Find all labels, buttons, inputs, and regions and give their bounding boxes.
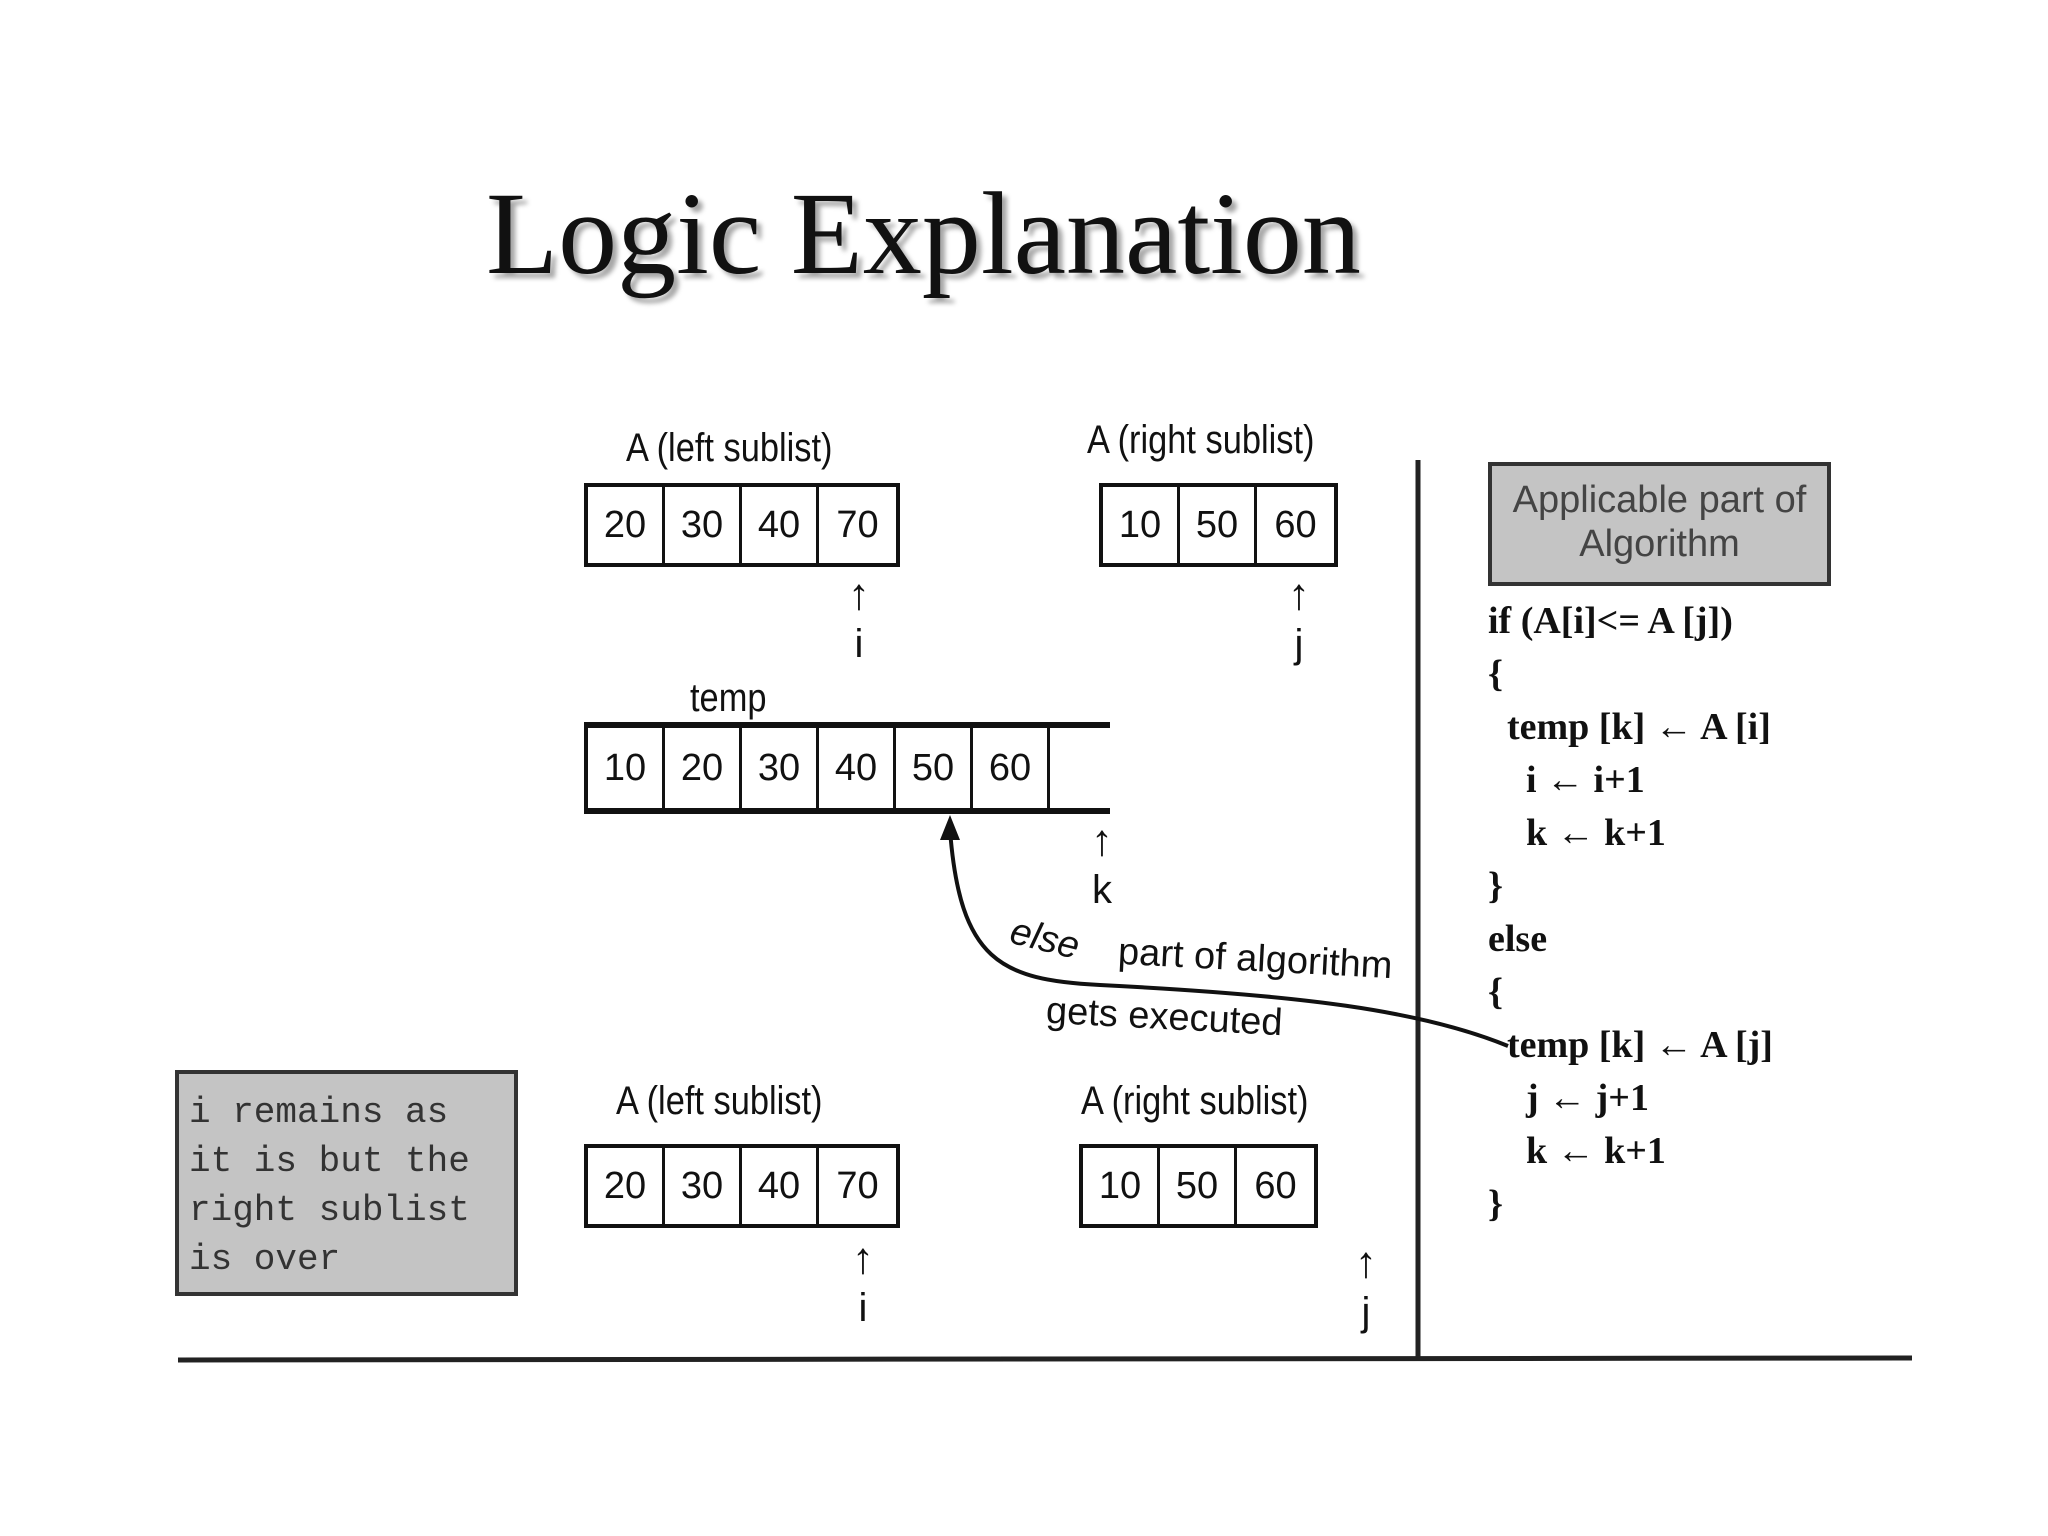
applicable-line-2: Algorithm: [1579, 523, 1740, 565]
else-arrowhead: [940, 815, 960, 840]
code-line: i ← i+1: [1488, 759, 1645, 801]
up-arrow-icon: ↑: [1091, 816, 1113, 865]
array-cell: 20: [665, 728, 742, 808]
array-cell: 70: [836, 1164, 879, 1207]
array-cell: 40: [742, 487, 819, 563]
array-cell: 60: [1254, 1164, 1297, 1207]
bottom-right-sublist-label: A (right sublist): [1081, 1079, 1309, 1123]
temp-pointer-k: ↑ k: [1082, 816, 1122, 911]
code-line: j ← j+1: [1488, 1077, 1649, 1119]
bottom-pointer-j: ↑ j: [1346, 1238, 1386, 1333]
bottom-left-sublist-label: A (left sublist): [616, 1079, 823, 1123]
array-cell: 50: [1180, 487, 1257, 563]
top-right-sublist-label: A (right sublist): [1087, 418, 1315, 462]
applicable-box: Applicable part of Algorithm: [1488, 462, 1831, 586]
top-right-sublist: 10 50 60: [1099, 483, 1338, 567]
array-cell-empty: [1050, 728, 1110, 808]
array-cell: 40: [742, 1148, 819, 1224]
temp-array: 10 20 30 40 50 60: [584, 722, 1110, 814]
applicable-line-1: Applicable part of: [1512, 479, 1807, 521]
array-cell: 10: [1103, 487, 1180, 563]
array-cell: 20: [588, 1148, 665, 1224]
array-cell: 60: [1274, 503, 1317, 546]
temp-label: temp: [690, 676, 767, 720]
note-line: right sublist: [189, 1190, 470, 1231]
page-title: Logic Explanation: [486, 168, 1361, 299]
array-cell: 70: [836, 503, 879, 546]
bottom-pointer-i: ↑ i: [843, 1234, 883, 1329]
top-left-sublist-label: A (left sublist): [626, 426, 833, 470]
code-line: temp [k] ← A [i]: [1488, 706, 1771, 748]
array-cell: 60: [973, 728, 1050, 808]
array-cell: 20: [588, 487, 665, 563]
up-arrow-icon: ↑: [848, 570, 870, 619]
code-line: k ← k+1: [1488, 1130, 1666, 1172]
array-cell: 30: [742, 728, 819, 808]
code-line: }: [1488, 1183, 1503, 1225]
array-cell: 30: [665, 487, 742, 563]
code-line: if (A[i]<= A [j]): [1488, 600, 1733, 642]
array-cell: 40: [819, 728, 896, 808]
up-arrow-icon: ↑: [1355, 1238, 1377, 1287]
up-arrow-icon: ↑: [1288, 570, 1310, 619]
top-pointer-i: ↑ i: [839, 570, 879, 665]
code-line: else: [1488, 918, 1548, 960]
top-left-sublist: 20 30 40 70: [584, 483, 900, 567]
note-line: it is but the: [189, 1141, 470, 1182]
code-line: temp [k] ← A [j]: [1488, 1024, 1773, 1066]
up-arrow-icon: ↑: [852, 1234, 874, 1283]
bottom-rule: [177, 1355, 1913, 1363]
note-box: i remains as it is but the right sublist…: [175, 1070, 518, 1296]
code-line: {: [1488, 971, 1503, 1013]
array-cell: 30: [665, 1148, 742, 1224]
array-cell: 50: [896, 728, 973, 808]
note-line: is over: [189, 1239, 341, 1280]
code-line: {: [1488, 653, 1503, 695]
bottom-left-sublist: 20 30 40 70: [584, 1144, 900, 1228]
top-pointer-j: ↑ j: [1279, 570, 1319, 665]
array-cell: 10: [1083, 1148, 1160, 1224]
array-cell: 50: [1160, 1148, 1237, 1224]
code-line: }: [1488, 865, 1503, 907]
array-cell: 10: [588, 728, 665, 808]
note-line: i remains as: [189, 1092, 449, 1133]
bottom-right-sublist: 10 50 60: [1079, 1144, 1318, 1228]
code-line: k ← k+1: [1488, 812, 1666, 854]
else-curved-arrow: [948, 829, 1509, 1048]
